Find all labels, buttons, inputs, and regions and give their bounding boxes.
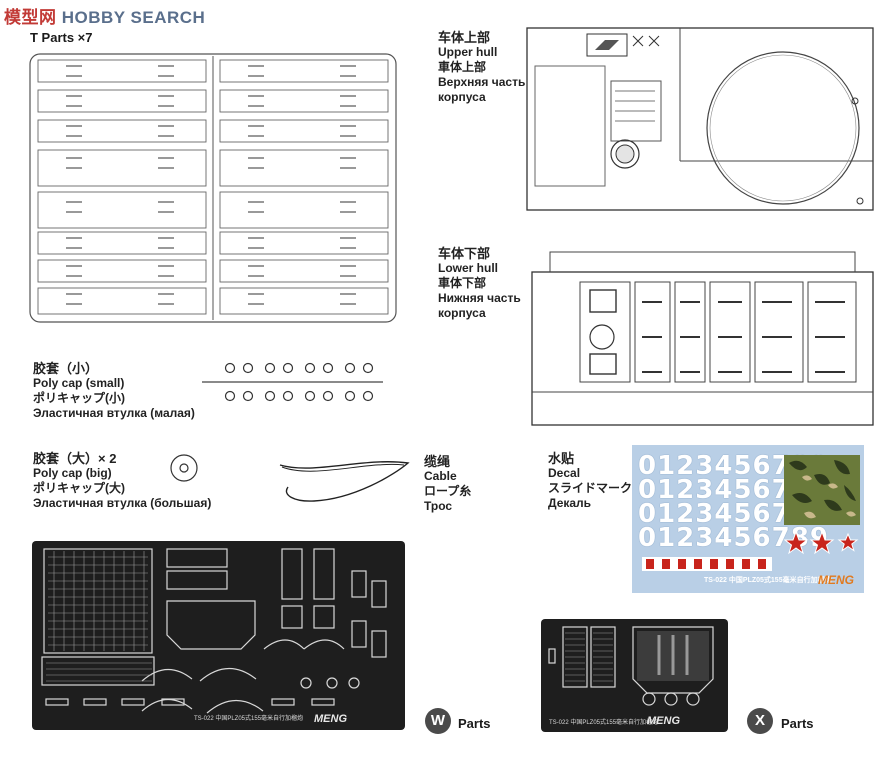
lower-hull-ru-1: Нижняя часть xyxy=(438,291,521,305)
pe-w-badge: W xyxy=(425,708,451,734)
decal-en: Decal xyxy=(548,466,581,480)
pe-x-code: TS-022 中国PLZ05式155毫米自行加榴炮 xyxy=(549,720,659,726)
upper-hull-label: 车体上部 Upper hull 車体上部 Верхняя часть корпу… xyxy=(438,30,525,105)
poly-cap-big-zh: 胶套（大）× 2 xyxy=(33,451,117,466)
decal-ja: スライドマーク xyxy=(548,481,633,495)
poly-cap-big-label: 胶套（大）× 2 Poly cap (big) ポリキャップ(大) Эласти… xyxy=(33,451,211,511)
lower-hull-zh: 车体下部 xyxy=(438,246,491,261)
poly-cap-big-ru: Эластичная втулка (большая) xyxy=(33,496,212,510)
cable-drawing xyxy=(279,461,410,502)
watermark-en: HOBBY SEARCH xyxy=(61,8,206,27)
poly-cap-small-ja: ポリキャップ(小) xyxy=(33,391,125,405)
lower-hull-ja: 車体下部 xyxy=(438,276,487,290)
watermark-cn: 模型网 xyxy=(4,8,57,27)
poly-cap-small-en: Poly cap (small) xyxy=(33,376,125,390)
poly-cap-small-drawing xyxy=(202,362,383,402)
upper-hull-zh: 车体上部 xyxy=(438,30,491,45)
lower-hull-ru-2: корпуса xyxy=(438,306,486,320)
decal-zh: 水贴 xyxy=(548,451,575,466)
star-insignias xyxy=(783,530,859,555)
poly-cap-small-label: 胶套（小） Poly cap (small) ポリキャップ(小) Эластич… xyxy=(33,361,195,421)
poly-cap-small-ru: Эластичная втулка (малая) xyxy=(33,406,195,420)
pe-x-brand: MENG xyxy=(647,715,680,727)
cable-label: 缆绳 Cable ロープ糸 Трос xyxy=(424,454,471,514)
pe-sheet-w: TS-022 中国PLZ05式155毫米自行加榴炮 MENG xyxy=(32,541,405,730)
poly-cap-small-zh: 胶套（小） xyxy=(33,361,99,376)
pe-w-code: TS-022 中国PLZ05式155毫米自行加榴炮 xyxy=(194,716,304,722)
pe-x-parts-label: Parts xyxy=(781,716,814,731)
cable-ja: ロープ糸 xyxy=(424,484,472,498)
upper-hull-ru-1: Верхняя часть xyxy=(438,75,526,89)
camouflage-patch xyxy=(784,455,860,525)
pe-w-brand: MENG xyxy=(314,713,347,725)
lower-hull-drawing xyxy=(531,251,874,426)
upper-hull-en: Upper hull xyxy=(438,45,498,59)
poly-cap-big-ja: ポリキャップ(大) xyxy=(33,481,125,495)
pe-x-badge: X xyxy=(747,708,773,734)
cable-ru: Трос xyxy=(424,499,453,513)
upper-hull-ja: 車体上部 xyxy=(438,60,487,74)
sprue-t-title: T Parts ×7 xyxy=(30,30,93,45)
upper-hull-drawing xyxy=(526,27,874,211)
cable-zh: 缆绳 xyxy=(424,454,451,469)
stripe-decals xyxy=(642,557,772,571)
decal-label: 水贴 Decal スライドマーク Декаль xyxy=(548,451,632,511)
poly-cap-big-drawing xyxy=(170,454,198,482)
poly-cap-big-en: Poly cap (big) xyxy=(33,466,112,480)
pe-sheet-w-parts xyxy=(41,548,387,714)
cable-en: Cable xyxy=(424,469,457,483)
pe-sheet-x: TS-022 中国PLZ05式155毫米自行加榴炮 MENG xyxy=(541,619,728,732)
lower-hull-label: 车体下部 Lower hull 車体下部 Нижняя часть корпус… xyxy=(438,246,521,321)
watermark: 模型网 HOBBY SEARCH xyxy=(4,3,205,28)
upper-hull-ru-2: корпуса xyxy=(438,90,486,104)
lower-hull-en: Lower hull xyxy=(438,261,498,275)
decal-product-code: TS-022 中国PLZ05式155毫米自行加榴炮 xyxy=(704,577,832,584)
pe-sheet-x-parts xyxy=(548,626,714,706)
pe-w-parts-label: Parts xyxy=(458,716,491,731)
decal-ru: Декаль xyxy=(548,496,592,510)
sprue-t-drawing xyxy=(29,53,397,323)
decal-sheet: 0123456789 0123456789 0123456789 0123456… xyxy=(632,445,864,593)
decal-brand: MENG xyxy=(818,573,854,587)
